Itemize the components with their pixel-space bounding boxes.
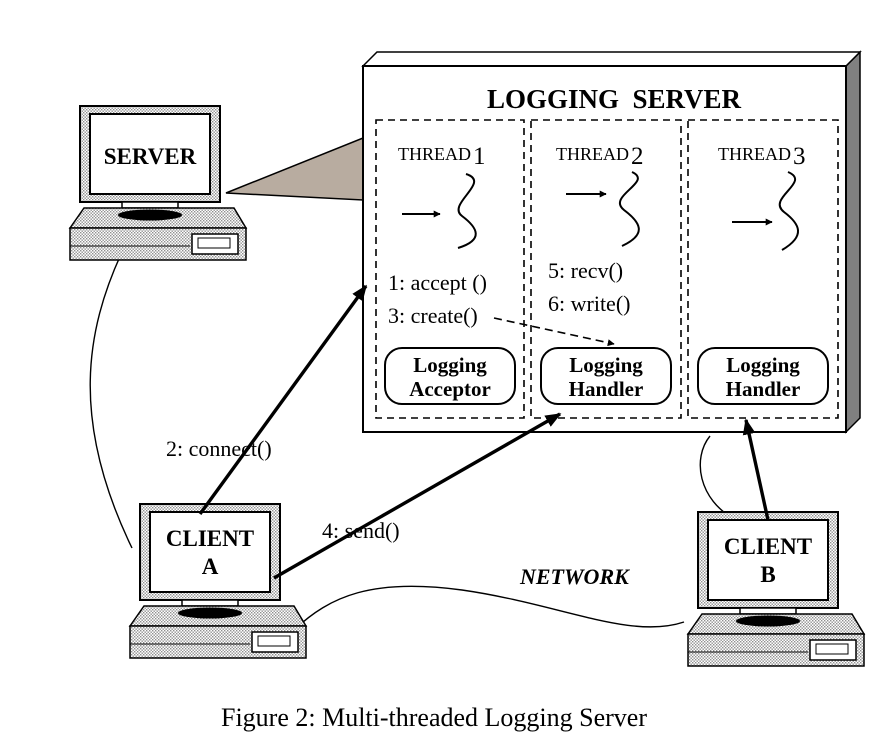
server-computer: SERVER [69, 105, 247, 261]
thread-3-icon [732, 171, 799, 251]
svg-text:Acceptor: Acceptor [409, 377, 491, 401]
step-create: 3: create() [388, 303, 478, 328]
logging-server-top [361, 51, 862, 67]
network-label: NETWORK [519, 564, 630, 589]
server-projection [225, 136, 364, 201]
thread-2-region [530, 119, 682, 419]
client-a-label-line2: A [202, 554, 219, 579]
thread-1-region [375, 119, 525, 419]
client-a-label-line1: CLIENT [166, 526, 254, 551]
connect-arrow [198, 284, 368, 516]
logging-handler-thread-3: Logging Handler [697, 347, 829, 405]
client-b-arrow [742, 418, 770, 521]
send-label: 4: send() [322, 518, 400, 543]
thread-2-label: THREAD2 [556, 143, 644, 170]
figure-caption: Figure 2: Multi-threaded Logging Server [221, 703, 647, 732]
step-accept: 1: accept () [388, 270, 487, 295]
logging-server-title: LOGGING SERVER [487, 84, 742, 114]
svg-text:Logging: Logging [413, 353, 487, 377]
logging-server-side [845, 50, 861, 434]
thread-1-label: THREAD1 [398, 143, 486, 170]
thread-3-region [687, 119, 839, 419]
thread-1-icon [402, 173, 477, 249]
thread-2-icon [566, 171, 640, 247]
step-write: 6: write() [548, 291, 630, 316]
client-b-computer: CLIENT B [687, 511, 865, 667]
create-arrow [493, 317, 615, 347]
server-label: SERVER [104, 144, 197, 169]
client-b-label-line2: B [760, 562, 775, 587]
client-b-to-server-cable [699, 435, 737, 521]
svg-text:Logging: Logging [726, 353, 800, 377]
svg-text:Handler: Handler [726, 377, 801, 401]
client-a-computer: CLIENT A [129, 503, 307, 659]
logging-handler-thread-2: Logging Handler [540, 347, 672, 405]
client-b-label-line1: CLIENT [724, 534, 812, 559]
logging-acceptor: Logging Acceptor [384, 347, 516, 405]
svg-text:Logging: Logging [569, 353, 643, 377]
svg-text:Handler: Handler [569, 377, 644, 401]
step-recv: 5: recv() [548, 258, 623, 283]
thread-3-label: THREAD3 [718, 143, 806, 170]
server-to-client-a-cable [89, 251, 133, 549]
network-cable [293, 585, 685, 631]
connect-label: 2: connect() [166, 436, 272, 461]
send-arrow [273, 412, 562, 580]
logging-server: LOGGING SERVER THREAD1 THREAD2 THREAD3 [225, 50, 862, 434]
